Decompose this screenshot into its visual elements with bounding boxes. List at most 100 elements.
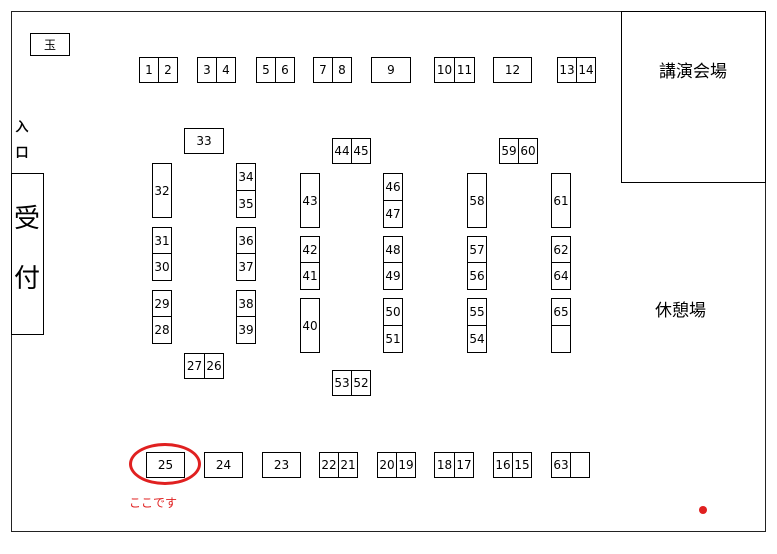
booth-label: 1 [145,63,153,77]
booth-label: 57 [469,242,485,257]
booth-label: 26 [206,359,222,373]
booth-1[interactable]: 1 [139,57,159,83]
booth-53[interactable]: 53 [332,370,352,396]
booth-9[interactable]: 9 [371,57,411,83]
booth-21[interactable]: 21 [338,452,358,478]
booth-46[interactable]: 46 [383,173,403,201]
marker-box: 玉 [30,33,70,56]
booth-label: 46 [385,180,401,194]
booth-41[interactable]: 41 [300,262,320,290]
booth-label: 60 [520,144,536,158]
booth-16[interactable]: 16 [493,452,513,478]
booth-62[interactable]: 62 [551,236,571,263]
booth-label: 3 [203,63,211,77]
booth-empty[interactable] [551,325,571,353]
booth-50[interactable]: 50 [383,298,403,326]
booth-label: 22 [321,458,337,472]
booth-48[interactable]: 48 [383,236,403,263]
booth-5[interactable]: 5 [256,57,276,83]
booth-59[interactable]: 59 [499,138,519,164]
booth-55[interactable]: 55 [467,298,487,326]
booth-31[interactable]: 31 [152,227,172,254]
booth-label: 63 [553,458,569,472]
booth-23[interactable]: 23 [262,452,301,478]
booth-18[interactable]: 18 [434,452,455,478]
booth-label: 18 [436,458,453,472]
booth-label: 31 [154,233,170,248]
booth-64[interactable]: 64 [551,262,571,290]
booth-63[interactable]: 63 [551,452,571,478]
booth-4[interactable]: 4 [216,57,236,83]
booth-57[interactable]: 57 [467,236,487,263]
booth-33[interactable]: 33 [184,128,224,154]
booth-label: 39 [238,323,254,337]
booth-39[interactable]: 39 [236,316,256,344]
booth-30[interactable]: 30 [152,253,172,281]
booth-label: 15 [514,458,530,472]
booth-label: 45 [353,144,369,158]
booth-51[interactable]: 51 [383,325,403,353]
booth-15[interactable]: 15 [512,452,532,478]
booth-40[interactable]: 40 [300,298,320,353]
booth-label: 10 [436,63,453,77]
booth-20[interactable]: 20 [377,452,397,478]
booth-32[interactable]: 32 [152,163,172,218]
booth-38[interactable]: 38 [236,290,256,317]
booth-45[interactable]: 45 [351,138,371,164]
booth-65[interactable]: 65 [551,298,571,326]
booth-17[interactable]: 17 [454,452,474,478]
booth-label: 47 [385,207,401,221]
booth-42[interactable]: 42 [300,236,320,263]
booth-label: 8 [338,63,346,77]
red-dot-marker [699,506,707,514]
booth-3[interactable]: 3 [197,57,217,83]
booth-label: 50 [385,305,401,319]
reception-char-1: 受 [13,204,40,234]
booth-label: 54 [469,332,485,346]
booth-label: 7 [319,63,327,77]
booth-label: 37 [238,260,254,274]
booth-36[interactable]: 36 [236,227,256,254]
booth-61[interactable]: 61 [551,173,571,228]
booth-56[interactable]: 56 [467,262,487,290]
booth-11[interactable]: 11 [454,57,475,83]
booth-47[interactable]: 47 [383,200,403,228]
booth-28[interactable]: 28 [152,316,172,344]
booth-27[interactable]: 27 [184,353,205,379]
booth-14[interactable]: 14 [576,57,596,83]
booth-19[interactable]: 19 [396,452,416,478]
booth-6[interactable]: 6 [275,57,295,83]
booth-54[interactable]: 54 [467,325,487,353]
booth-label: 44 [334,144,350,158]
booth-37[interactable]: 37 [236,253,256,281]
booth-label: 19 [398,458,414,472]
booth-60[interactable]: 60 [518,138,538,164]
booth-22[interactable]: 22 [319,452,339,478]
booth-label: 53 [334,376,350,390]
booth-10[interactable]: 10 [434,57,455,83]
booth-43[interactable]: 43 [300,173,320,228]
booth-label: 17 [456,458,472,472]
booth-44[interactable]: 44 [332,138,352,164]
booth-label: 51 [385,332,401,346]
booth-8[interactable]: 8 [332,57,352,83]
booth-52[interactable]: 52 [351,370,371,396]
booth-12[interactable]: 12 [493,57,532,83]
booth-13[interactable]: 13 [557,57,577,83]
booth-label: 35 [238,197,254,211]
booth-label: 58 [469,193,485,208]
booth-34[interactable]: 34 [236,163,256,191]
booth-label: 27 [186,359,203,373]
booth-2[interactable]: 2 [158,57,178,83]
booth-35[interactable]: 35 [236,190,256,218]
booth-24[interactable]: 24 [204,452,243,478]
booth-49[interactable]: 49 [383,262,403,290]
booth-7[interactable]: 7 [313,57,333,83]
booth-58[interactable]: 58 [467,173,487,228]
booth-29[interactable]: 29 [152,290,172,317]
booth-26[interactable]: 26 [204,353,224,379]
booth-63-extension[interactable] [570,452,590,478]
booth-label: 38 [238,296,254,311]
booth-label: 41 [302,269,318,283]
